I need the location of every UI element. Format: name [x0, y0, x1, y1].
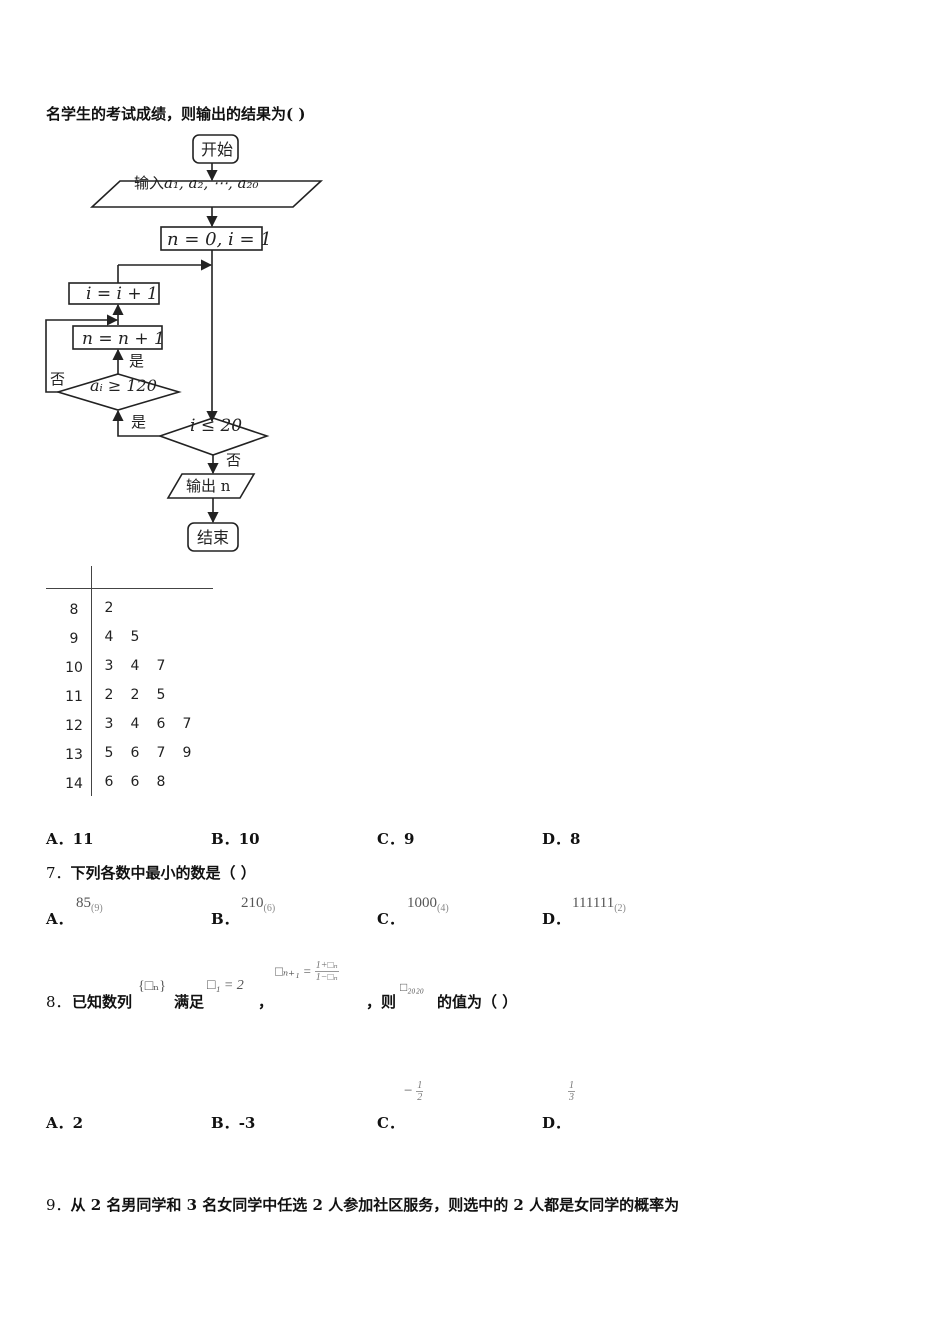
question-9: 9．从 2 名男同学和 3 名女同学中任选 2 人参加社区服务，则选中的 2 人…	[46, 1194, 679, 1215]
question-8-a2020: □₂₀₂₀	[400, 980, 424, 994]
flowchart-outer-condition-label: i ≤ 20	[190, 416, 242, 436]
leaf-value: 2	[104, 687, 114, 703]
svg-text:输入a₁, a₂, ⋯, a₂₀: 输入a₁, a₂, ⋯, a₂₀	[134, 174, 259, 192]
q7-option-d-value: 111111(2)	[572, 895, 626, 914]
flowchart-output-label: 输出 n	[186, 477, 231, 495]
question-8-text-2: 满足	[174, 993, 205, 1011]
leaf-value: 9	[182, 745, 192, 761]
flowchart-start-label: 开始	[201, 140, 233, 159]
q6-option-b[interactable]: B．10	[211, 830, 260, 848]
flowchart-start-box	[192, 134, 239, 164]
flowchart-output-box	[166, 473, 256, 499]
q6-option-d[interactable]: D．8	[542, 830, 581, 848]
leaf-value: 4	[104, 629, 114, 645]
leaf-value: 7	[156, 658, 166, 674]
q8-option-d-label[interactable]: D．	[542, 1114, 571, 1132]
q7-option-c-label[interactable]: C．	[377, 910, 404, 928]
question-6-stem-tail: 名学生的考试成绩，则输出的结果为( )	[46, 105, 306, 123]
stem-value: 9	[69, 631, 79, 647]
leaf-value: 6	[130, 774, 140, 790]
flowchart-inner-condition-label: aᵢ ≥ 120	[90, 376, 157, 395]
flowchart-no-outer-label: 否	[226, 451, 241, 469]
question-7-text: 下列各数中最小的数是（ ）	[70, 864, 256, 882]
leaf-value: 3	[104, 658, 114, 674]
flowchart-end-box	[187, 522, 239, 552]
question-9-number: 9．	[46, 1196, 71, 1214]
stem-leaf-divider	[91, 566, 92, 796]
question-9-text: 从 2 名男同学和 3 名女同学中任选 2 人参加社区服务，则选中的 2 人都是…	[70, 1196, 680, 1214]
question-8-text-1: 已知数列	[72, 993, 133, 1011]
question-7-number: 7．	[46, 864, 71, 882]
question-8-number: 8．	[46, 993, 71, 1011]
q7-option-c-value: 1000(4)	[407, 895, 449, 914]
stem-value: 8	[69, 602, 79, 618]
leaf-value: 8	[156, 774, 166, 790]
q8-option-c-label[interactable]: C．	[377, 1114, 404, 1132]
stem-value: 12	[65, 718, 83, 734]
q7-option-b-label[interactable]: B．	[211, 910, 239, 928]
q6-option-c[interactable]: C．9	[377, 830, 415, 848]
flowchart-input-vars: a₁, a₂, ⋯, a₂₀	[164, 174, 259, 192]
leaf-value: 7	[182, 716, 192, 732]
flowchart-yes-outer-label: 是	[131, 413, 146, 431]
stem-value: 10	[65, 660, 83, 676]
leaf-value: 6	[130, 745, 140, 761]
q8-option-b[interactable]: B．-3	[211, 1114, 256, 1132]
leaf-value: 6	[104, 774, 114, 790]
question-8-text-4: 的值为（ ）	[437, 993, 518, 1011]
leaf-value: 5	[130, 629, 140, 645]
stem-leaf-header-rule	[46, 588, 213, 589]
leaf-value: 3	[104, 716, 114, 732]
flowchart: 开始 输入a₁, a₂, ⋯, a₂₀ n = 0, i = 1 i = i +…	[45, 134, 324, 552]
leaf-value: 2	[104, 600, 114, 616]
leaf-value: 4	[130, 658, 140, 674]
flowchart-no-inner-label: 否	[50, 370, 65, 388]
question-8-sequence: {□ₙ}	[138, 979, 166, 994]
leaf-value: 5	[104, 745, 114, 761]
flowchart-init-label: n = 0, i = 1	[167, 229, 272, 250]
stem-leaf-plot	[46, 566, 216, 798]
flowchart-input-prefix: 输入	[134, 174, 164, 192]
question-8-a1: □₁ = 2	[207, 978, 244, 993]
q7-option-d-label[interactable]: D．	[542, 910, 571, 928]
q7-option-a-label[interactable]: A．	[46, 910, 73, 928]
flowchart-increment-n-label: n = n + 1	[82, 329, 165, 349]
q6-option-a[interactable]: A．11	[46, 830, 94, 848]
flowchart-end-label: 结束	[197, 528, 229, 547]
flowchart-input-box	[89, 180, 324, 208]
flowchart-increment-i-label: i = i + 1	[86, 284, 158, 304]
stem-value: 13	[65, 747, 83, 763]
leaf-value: 7	[156, 745, 166, 761]
question-8-comma: ，	[258, 993, 274, 1011]
stem-value: 14	[65, 776, 83, 792]
leaf-value: 5	[156, 687, 166, 703]
flowchart-yes-inner-label: 是	[129, 352, 144, 370]
q7-option-b-value: 210(6)	[241, 895, 276, 914]
q8-option-a[interactable]: A．2	[46, 1114, 84, 1132]
q7-option-a-value: 85(9)	[76, 895, 103, 914]
question-8-text-3: ，则	[366, 993, 397, 1011]
leaf-value: 6	[156, 716, 166, 732]
leaf-value: 4	[130, 716, 140, 732]
stem-value: 11	[65, 689, 83, 705]
leaf-value: 2	[130, 687, 140, 703]
question-7: 7．下列各数中最小的数是（ ）	[46, 862, 256, 883]
